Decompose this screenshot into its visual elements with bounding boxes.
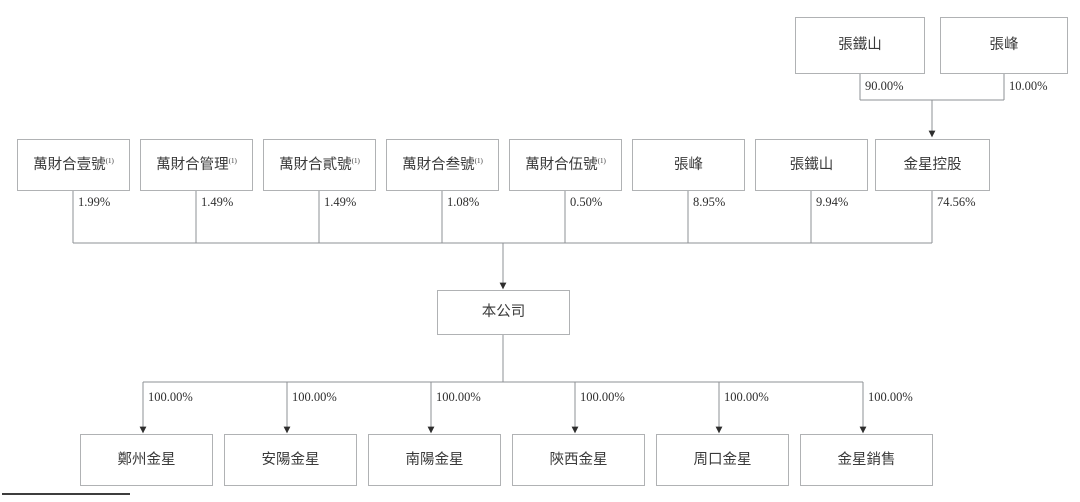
node-shareholder-zhang-feng[interactable]: 張峰 (632, 139, 745, 191)
node-label: 金星控股 (903, 156, 962, 173)
footnote-marker: (1) (597, 156, 606, 165)
footnote-divider-rule (2, 493, 130, 495)
percent-label-wancaihe-sanhao: 1.08% (447, 195, 480, 209)
percent-label-anyang-jinxing: 100.00% (292, 390, 337, 404)
footnote-marker: (1) (474, 156, 483, 165)
percent-label-shareholder-zhang-tieshan: 9.94% (816, 195, 849, 209)
percent-label-top-zhang-tieshan: 90.00% (865, 79, 904, 93)
percent-label-zhengzhou-jinxing: 100.00% (148, 390, 193, 404)
node-shareholder-wancaihe-erhao[interactable]: 萬財合貳號(1) (263, 139, 376, 191)
percent-label-shareholder-zhang-feng: 8.95% (693, 195, 726, 209)
percent-label-top-zhang-feng: 10.00% (1009, 79, 1048, 93)
node-label: 萬財合伍號(1) (525, 156, 606, 173)
percent-label-wancaihe-erhao: 1.49% (324, 195, 357, 209)
percent-label-zhoukou-jinxing: 100.00% (724, 390, 769, 404)
node-top-zhang-tieshan[interactable]: 張鐵山 (795, 17, 925, 74)
percent-label-wancaihe-yihao: 1.99% (78, 195, 111, 209)
node-subsidiary-nanyang-jinxing[interactable]: 南陽金星 (368, 434, 501, 486)
footnote-marker: (1) (105, 156, 114, 165)
node-label: 安陽金星 (261, 451, 320, 468)
node-label: 本公司 (481, 304, 526, 321)
node-subsidiary-shaanxi-jinxing[interactable]: 陝西金星 (512, 434, 645, 486)
footnote-marker: (1) (228, 156, 237, 165)
node-label: 張峰 (989, 37, 1019, 54)
node-subsidiary-zhoukou-jinxing[interactable]: 周口金星 (656, 434, 789, 486)
percent-label-jinxing-sales: 100.00% (868, 390, 913, 404)
percent-label-jinxing-holdings: 74.56% (937, 195, 976, 209)
node-label: 鄭州金星 (117, 451, 176, 468)
percent-label-nanyang-jinxing: 100.00% (436, 390, 481, 404)
node-label: 萬財合貳號(1) (279, 156, 360, 173)
percent-label-wancaihe-guanli: 1.49% (201, 195, 234, 209)
node-shareholder-wancaihe-wuhao[interactable]: 萬財合伍號(1) (509, 139, 622, 191)
node-label: 萬財合壹號(1) (33, 156, 114, 173)
node-shareholder-wancaihe-guanli[interactable]: 萬財合管理(1) (140, 139, 253, 191)
node-shareholder-wancaihe-sanhao[interactable]: 萬財合叁號(1) (386, 139, 499, 191)
footnote-marker: (1) (351, 156, 360, 165)
node-label: 陝西金星 (549, 451, 608, 468)
node-company[interactable]: 本公司 (437, 290, 570, 335)
node-label: 張鐵山 (789, 156, 834, 173)
percent-label-wancaihe-wuhao: 0.50% (570, 195, 603, 209)
node-label: 周口金星 (693, 451, 752, 468)
node-label: 南陽金星 (405, 451, 464, 468)
node-shareholder-wancaihe-yihao[interactable]: 萬財合壹號(1) (17, 139, 130, 191)
node-shareholder-jinxing-holdings[interactable]: 金星控股 (875, 139, 990, 191)
node-shareholder-zhang-tieshan[interactable]: 張鐵山 (755, 139, 868, 191)
node-subsidiary-jinxing-sales[interactable]: 金星銷售 (800, 434, 933, 486)
node-label: 萬財合叁號(1) (402, 156, 483, 173)
node-subsidiary-zhengzhou-jinxing[interactable]: 鄭州金星 (80, 434, 213, 486)
node-subsidiary-anyang-jinxing[interactable]: 安陽金星 (224, 434, 357, 486)
node-top-zhang-feng[interactable]: 張峰 (940, 17, 1068, 74)
percent-label-shaanxi-jinxing: 100.00% (580, 390, 625, 404)
node-label: 金星銷售 (837, 451, 896, 468)
node-label: 張鐵山 (838, 37, 882, 54)
node-label: 張峰 (674, 156, 703, 173)
node-label: 萬財合管理(1) (156, 156, 237, 173)
